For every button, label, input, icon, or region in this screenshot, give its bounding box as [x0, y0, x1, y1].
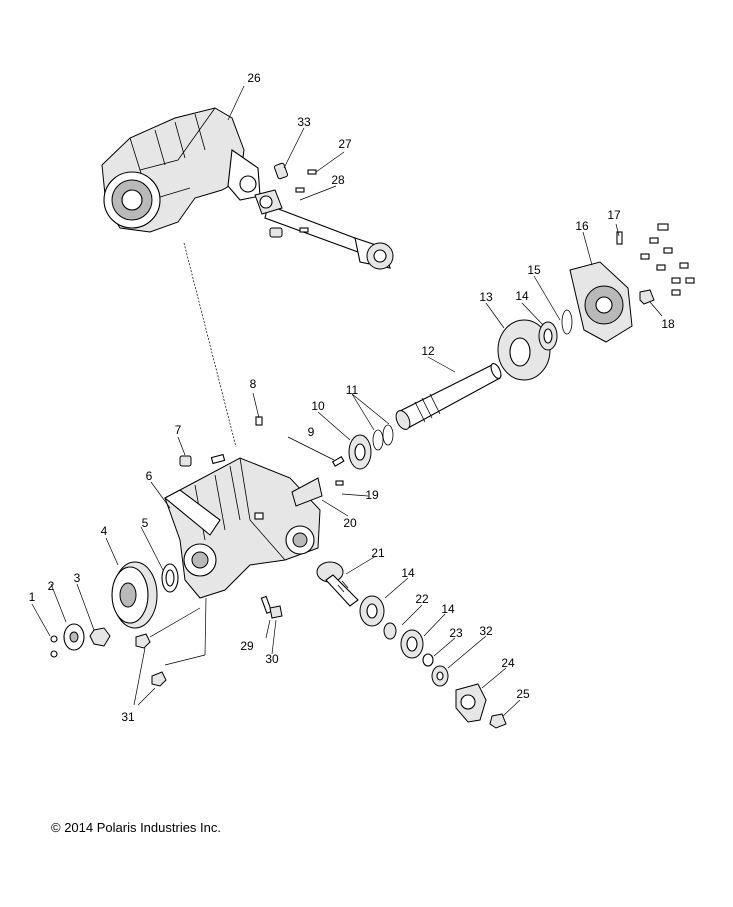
callout-14-lower: 14: [441, 602, 455, 616]
bearings-14-22-23-32: [359, 595, 449, 687]
callout-19: 19: [365, 488, 379, 502]
callout-20: 20: [343, 516, 357, 530]
callout-14-mid: 14: [401, 566, 415, 580]
callout-33: 33: [297, 115, 311, 129]
driven-gear-4: [111, 561, 158, 629]
callout-24: 24: [501, 656, 515, 670]
callout-22: 22: [415, 592, 429, 606]
callout-9: 9: [308, 425, 315, 439]
callout-1: 1: [29, 590, 36, 604]
parts-19-20: [291, 477, 344, 507]
callout-10: 10: [311, 399, 325, 413]
callout-16: 16: [575, 219, 589, 233]
bearing-10-rings-11: [331, 424, 394, 470]
gearcase-assembly-26: [101, 107, 261, 233]
callout-21: 21: [371, 546, 385, 560]
callout-7: 7: [175, 423, 182, 437]
callout-6: 6: [146, 469, 153, 483]
bolts-17-18: [616, 223, 695, 305]
copyright-text: © 2014 Polaris Industries Inc.: [51, 820, 221, 835]
callout-32: 32: [479, 624, 493, 638]
callout-11: 11: [346, 383, 359, 397]
prop-shaft-28: [254, 189, 394, 270]
callout-8: 8: [250, 377, 257, 391]
callout-3: 3: [74, 571, 81, 585]
callout-30: 30: [265, 652, 279, 666]
output-shaft-12: [395, 363, 502, 430]
callout-4: 4: [101, 524, 108, 538]
callout-28: 28: [331, 173, 345, 187]
callout-12: 12: [421, 344, 435, 358]
callout-5: 5: [142, 516, 149, 530]
callout-25: 25: [516, 687, 530, 701]
callout-13: 13: [479, 290, 493, 304]
callout-14-upper: 14: [515, 289, 529, 303]
callout-23: 23: [449, 626, 463, 640]
main-housing-6: [164, 457, 321, 599]
pinion-shaft-21: [316, 561, 359, 607]
callout-2: 2: [48, 579, 55, 593]
callout-29: 29: [240, 639, 254, 653]
callout-15: 15: [527, 263, 541, 277]
callout-labels: 1 2 3 4 5 6 7 8 9 10 11 12 13 14 14 14 1…: [29, 71, 675, 724]
yoke-24-nut-25: [455, 683, 507, 729]
callout-26: 26: [247, 71, 261, 85]
flange-cover-13-16: [497, 261, 633, 381]
leader-lines: [31, 85, 663, 717]
callout-18: 18: [661, 317, 675, 331]
callout-27: 27: [338, 137, 352, 151]
small-parts-1-2-3-5: [50, 563, 179, 658]
bolts: [135, 416, 283, 687]
callout-31: 31: [121, 710, 135, 724]
callout-17: 17: [607, 208, 621, 222]
